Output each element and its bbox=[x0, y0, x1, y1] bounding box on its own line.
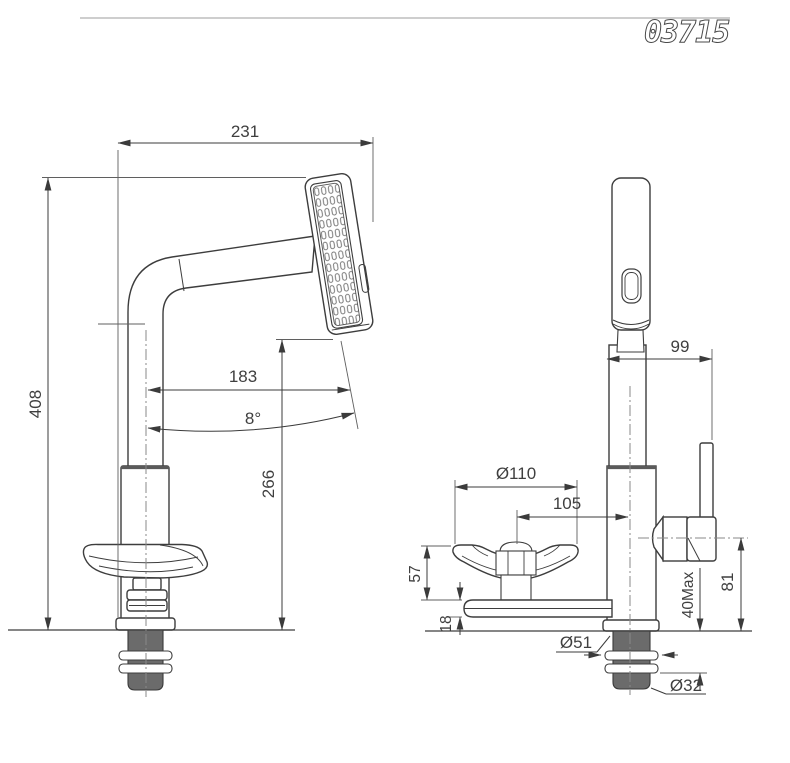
dimension-annotations: 231 408 183 8° 266 bbox=[26, 122, 745, 695]
dim-tray-height: 57 bbox=[407, 545, 462, 601]
tray-hex-nut bbox=[495, 550, 537, 576]
spray-head-side bbox=[304, 172, 374, 336]
shank-washer-front bbox=[604, 650, 659, 661]
dim-label-183: 183 bbox=[229, 367, 257, 386]
base-flange-front bbox=[602, 619, 660, 632]
dim-label-57: 57 bbox=[407, 565, 424, 582]
dim-label-18: 18 bbox=[438, 615, 455, 632]
tray-front bbox=[452, 541, 579, 601]
tray-side bbox=[82, 543, 209, 579]
spray-head-front bbox=[611, 177, 651, 353]
spray-face-holes bbox=[312, 182, 361, 326]
dim-spout-reach: 183 bbox=[147, 340, 359, 430]
neck-pipe-front bbox=[608, 344, 647, 468]
dim-max-deck: 40Max bbox=[660, 568, 707, 690]
dim-tray-offset: 105 bbox=[516, 494, 629, 544]
tray-post bbox=[500, 574, 532, 601]
dim-head-offset: 99 bbox=[606, 337, 713, 440]
dim-label-99: 99 bbox=[671, 337, 690, 356]
shank-nut-front bbox=[604, 663, 659, 674]
dim-label-81: 81 bbox=[718, 573, 737, 592]
dim-label-8deg: 8° bbox=[245, 409, 261, 428]
dim-spout-height: 266 bbox=[259, 339, 333, 631]
dim-handle-height: 81 bbox=[718, 537, 745, 632]
dim-label-51: Ø51 bbox=[560, 633, 592, 652]
dim-label-105: 105 bbox=[553, 494, 581, 513]
dim-spout-angle: 8° bbox=[147, 409, 355, 433]
dim-overall-height: 408 bbox=[26, 177, 306, 631]
head-side-button bbox=[358, 264, 370, 293]
tray-nut-dome bbox=[499, 541, 533, 553]
handle-lever bbox=[699, 442, 714, 520]
dim-label-40max: 40Max bbox=[680, 571, 697, 618]
mount-nut-stack-side bbox=[126, 577, 168, 612]
head-button-front bbox=[621, 268, 642, 304]
dim-shank-diameter: Ø32 bbox=[584, 651, 706, 695]
part-number: 03715 bbox=[644, 15, 729, 50]
dim-label-408: 408 bbox=[26, 390, 45, 418]
spout-outline bbox=[127, 235, 316, 468]
valve-joint bbox=[651, 514, 717, 563]
dim-arm-thickness: 18 bbox=[438, 582, 464, 635]
left-view bbox=[8, 172, 374, 691]
right-view bbox=[425, 177, 752, 690]
dim-label-32: Ø32 bbox=[670, 676, 702, 695]
dim-label-266: 266 bbox=[259, 470, 278, 498]
dim-flange-diameter: Ø51 bbox=[556, 633, 611, 653]
dim-overall-width: 231 bbox=[117, 122, 374, 617]
spout-seam-line bbox=[178, 258, 185, 292]
dim-label-110: Ø110 bbox=[496, 464, 536, 483]
dim-tray-diameter: Ø110 bbox=[454, 464, 578, 544]
centerlines bbox=[145, 330, 748, 697]
dim-label-231: 231 bbox=[231, 122, 259, 141]
faucet-body-front bbox=[606, 465, 657, 623]
